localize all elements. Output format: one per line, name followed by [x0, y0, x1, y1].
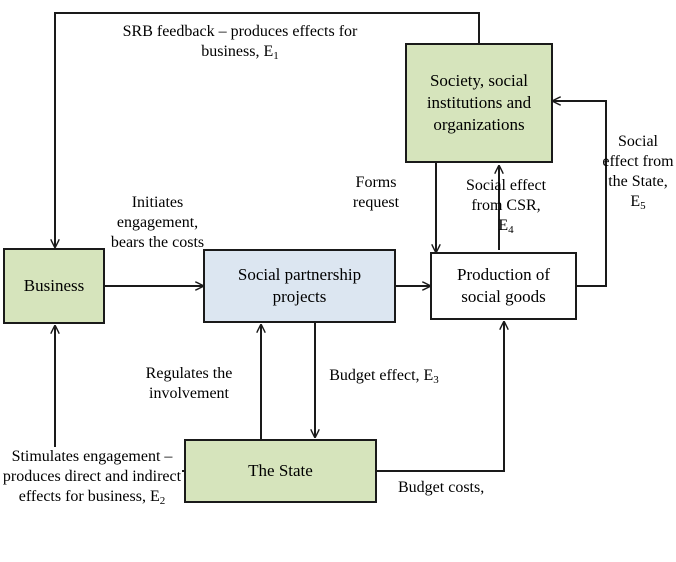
node-partnership-label: Social partnership projects	[237, 265, 362, 306]
arrow-state-effect	[553, 101, 607, 287]
label-forms-request: Forms request	[352, 174, 400, 211]
node-partnership: Social partnership projects	[203, 249, 396, 323]
label-initiates: Initiates engagement, bears the costs	[110, 194, 205, 251]
node-production: Production of social goods	[430, 252, 577, 320]
label-csr-effect: Social effect from CSR, E4	[465, 177, 547, 236]
node-state: The State	[184, 439, 377, 503]
node-society: Society, social institutions and organiz…	[405, 43, 553, 163]
arrow-budget-costs	[377, 322, 504, 472]
node-state-label: The State	[248, 461, 313, 480]
arrow-srb-feedback	[55, 12, 480, 247]
node-business-label: Business	[23, 276, 85, 295]
node-business: Business	[3, 248, 105, 324]
label-srb-feedback: SRB feedback – produces effects for busi…	[122, 23, 358, 62]
label-regulates: Regulates the involvement	[145, 365, 233, 402]
label-stimulates: Stimulates engagement – produces direct …	[2, 447, 182, 507]
node-production-label: Production of social goods	[456, 265, 551, 306]
label-budget-costs: Budget costs,	[398, 479, 485, 496]
label-state-effect: Social effect from the State, E5	[602, 133, 674, 212]
node-society-label: Society, social institutions and organiz…	[426, 71, 532, 134]
label-budget-effect: Budget effect, E3	[329, 367, 439, 386]
